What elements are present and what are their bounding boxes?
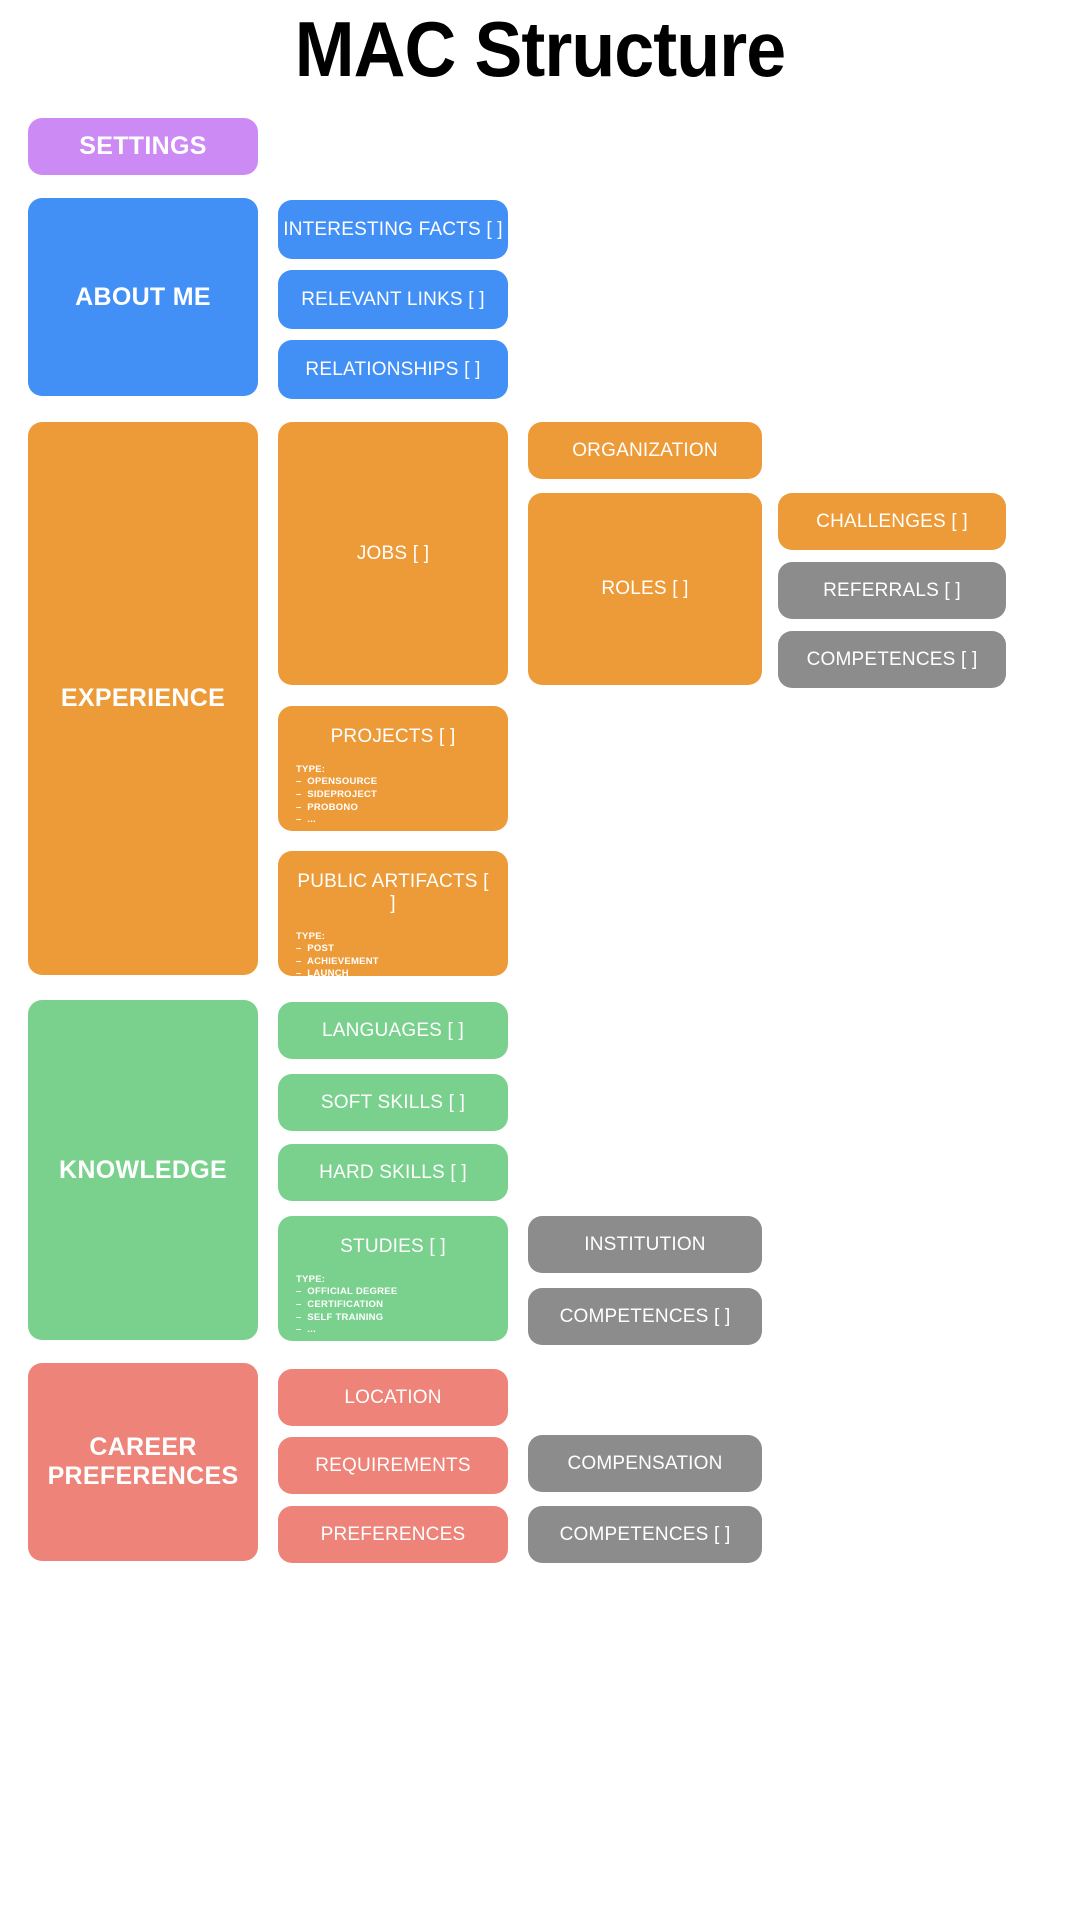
about-me-card[interactable]: ABOUT ME: [28, 198, 258, 396]
knowledge-label: KNOWLEDGE: [59, 1155, 227, 1184]
studies-type-item: – CERTIFICATION: [296, 1299, 384, 1311]
knowledge-studies-card[interactable]: STUDIES [ ] TYPE: – OFFICIAL DEGREE – CE…: [278, 1216, 508, 1341]
projects-type-item: – PROBONO: [296, 801, 359, 813]
roles-child-challenges[interactable]: CHALLENGES [ ]: [778, 493, 1006, 550]
projects-type-list: TYPE: – OPENSOURCE – SIDEPROJECT – PROBO…: [296, 764, 490, 827]
roles-child-referrals[interactable]: REFERRALS [ ]: [778, 562, 1006, 619]
studies-label: STUDIES [ ]: [340, 1236, 446, 1257]
projects-label: PROJECTS [ ]: [330, 726, 456, 747]
projects-type-item: – SIDEPROJECT: [296, 789, 378, 801]
languages-label: LANGUAGES [ ]: [322, 1019, 464, 1041]
career-child-location[interactable]: LOCATION: [278, 1369, 508, 1426]
projects-type-item: – ...: [296, 814, 316, 826]
relevant-links-label: RELEVANT LINKS [ ]: [301, 288, 485, 310]
about-me-child-interesting-facts[interactable]: INTERESTING FACTS [ ]: [278, 200, 508, 259]
roles-child-competences[interactable]: COMPETENCES [ ]: [778, 631, 1006, 688]
jobs-label: JOBS [ ]: [356, 542, 430, 564]
experience-public-artifacts-card[interactable]: PUBLIC ARTIFACTS [ ] TYPE: – POST – ACHI…: [278, 851, 508, 976]
requirements-child-compensation[interactable]: COMPENSATION: [528, 1435, 762, 1492]
experience-label: EXPERIENCE: [60, 684, 226, 713]
studies-type-item: – SELF TRAINING: [296, 1311, 384, 1323]
knowledge-child-soft-skills[interactable]: SOFT SKILLS [ ]: [278, 1074, 508, 1131]
studies-type-heading: TYPE:: [296, 1273, 326, 1285]
public-artifacts-label: PUBLIC ARTIFACTS [ ]: [297, 871, 489, 914]
experience-projects-card[interactable]: PROJECTS [ ] TYPE: – OPENSOURCE – SIDEPR…: [278, 706, 508, 831]
institution-label: INSTITUTION: [584, 1233, 706, 1255]
public-artifacts-type-item: – POST: [296, 943, 335, 955]
organization-label: ORGANIZATION: [572, 439, 718, 461]
projects-type-heading: TYPE:: [296, 763, 326, 775]
public-artifacts-type-heading: TYPE:: [296, 930, 326, 942]
about-me-child-relevant-links[interactable]: RELEVANT LINKS [ ]: [278, 270, 508, 329]
studies-type-item: – OFFICIAL DEGREE: [296, 1286, 398, 1298]
settings-label: SETTINGS: [79, 132, 207, 161]
roles-competences-label: COMPETENCES [ ]: [806, 648, 978, 670]
studies-type-list: TYPE: – OFFICIAL DEGREE – CERTIFICATION …: [296, 1274, 490, 1337]
page-title: MAC Structure: [294, 5, 786, 93]
studies-type-item: – ...: [296, 1324, 316, 1336]
knowledge-child-languages[interactable]: LANGUAGES [ ]: [278, 1002, 508, 1059]
career-preferences-card[interactable]: CAREER PREFERENCES: [28, 1363, 258, 1561]
settings-card[interactable]: SETTINGS: [28, 118, 258, 175]
requirements-label: REQUIREMENTS: [315, 1454, 471, 1476]
preferences-label: PREFERENCES: [320, 1523, 466, 1545]
career-competences-label: COMPETENCES [ ]: [559, 1523, 731, 1545]
preferences-child-competences[interactable]: COMPETENCES [ ]: [528, 1506, 762, 1563]
about-me-label: ABOUT ME: [75, 282, 211, 311]
location-label: LOCATION: [344, 1386, 442, 1408]
soft-skills-label: SOFT SKILLS [ ]: [320, 1091, 466, 1113]
compensation-label: COMPENSATION: [567, 1452, 723, 1474]
knowledge-child-hard-skills[interactable]: HARD SKILLS [ ]: [278, 1144, 508, 1201]
public-artifacts-type-list: TYPE: – POST – ACHIEVEMENT – LAUNCH – ..…: [296, 931, 490, 976]
about-me-child-relationships[interactable]: RELATIONSHIPS [ ]: [278, 340, 508, 399]
referrals-label: REFERRALS [ ]: [823, 579, 961, 601]
hard-skills-label: HARD SKILLS [ ]: [319, 1161, 467, 1183]
challenges-label: CHALLENGES [ ]: [816, 510, 968, 532]
career-preferences-label-line1: CAREER: [89, 1432, 197, 1461]
knowledge-card[interactable]: KNOWLEDGE: [28, 1000, 258, 1340]
studies-child-competences[interactable]: COMPETENCES [ ]: [528, 1288, 762, 1345]
career-child-requirements[interactable]: REQUIREMENTS: [278, 1437, 508, 1494]
career-child-preferences[interactable]: PREFERENCES: [278, 1506, 508, 1563]
relationships-label: RELATIONSHIPS [ ]: [305, 358, 481, 380]
jobs-child-organization[interactable]: ORGANIZATION: [528, 422, 762, 479]
studies-child-institution[interactable]: INSTITUTION: [528, 1216, 762, 1273]
interesting-facts-label: INTERESTING FACTS [ ]: [283, 218, 503, 240]
jobs-child-roles[interactable]: ROLES [ ]: [528, 493, 762, 685]
public-artifacts-type-item: – ACHIEVEMENT: [296, 955, 379, 967]
roles-label: ROLES [ ]: [601, 578, 689, 600]
career-preferences-label-line2: PREFERENCES: [47, 1462, 239, 1490]
experience-card[interactable]: EXPERIENCE: [28, 422, 258, 975]
studies-competences-label: COMPETENCES [ ]: [559, 1305, 731, 1327]
public-artifacts-type-item: – LAUNCH: [296, 968, 349, 976]
experience-jobs-card[interactable]: JOBS [ ]: [278, 422, 508, 685]
projects-type-item: – OPENSOURCE: [296, 776, 378, 788]
